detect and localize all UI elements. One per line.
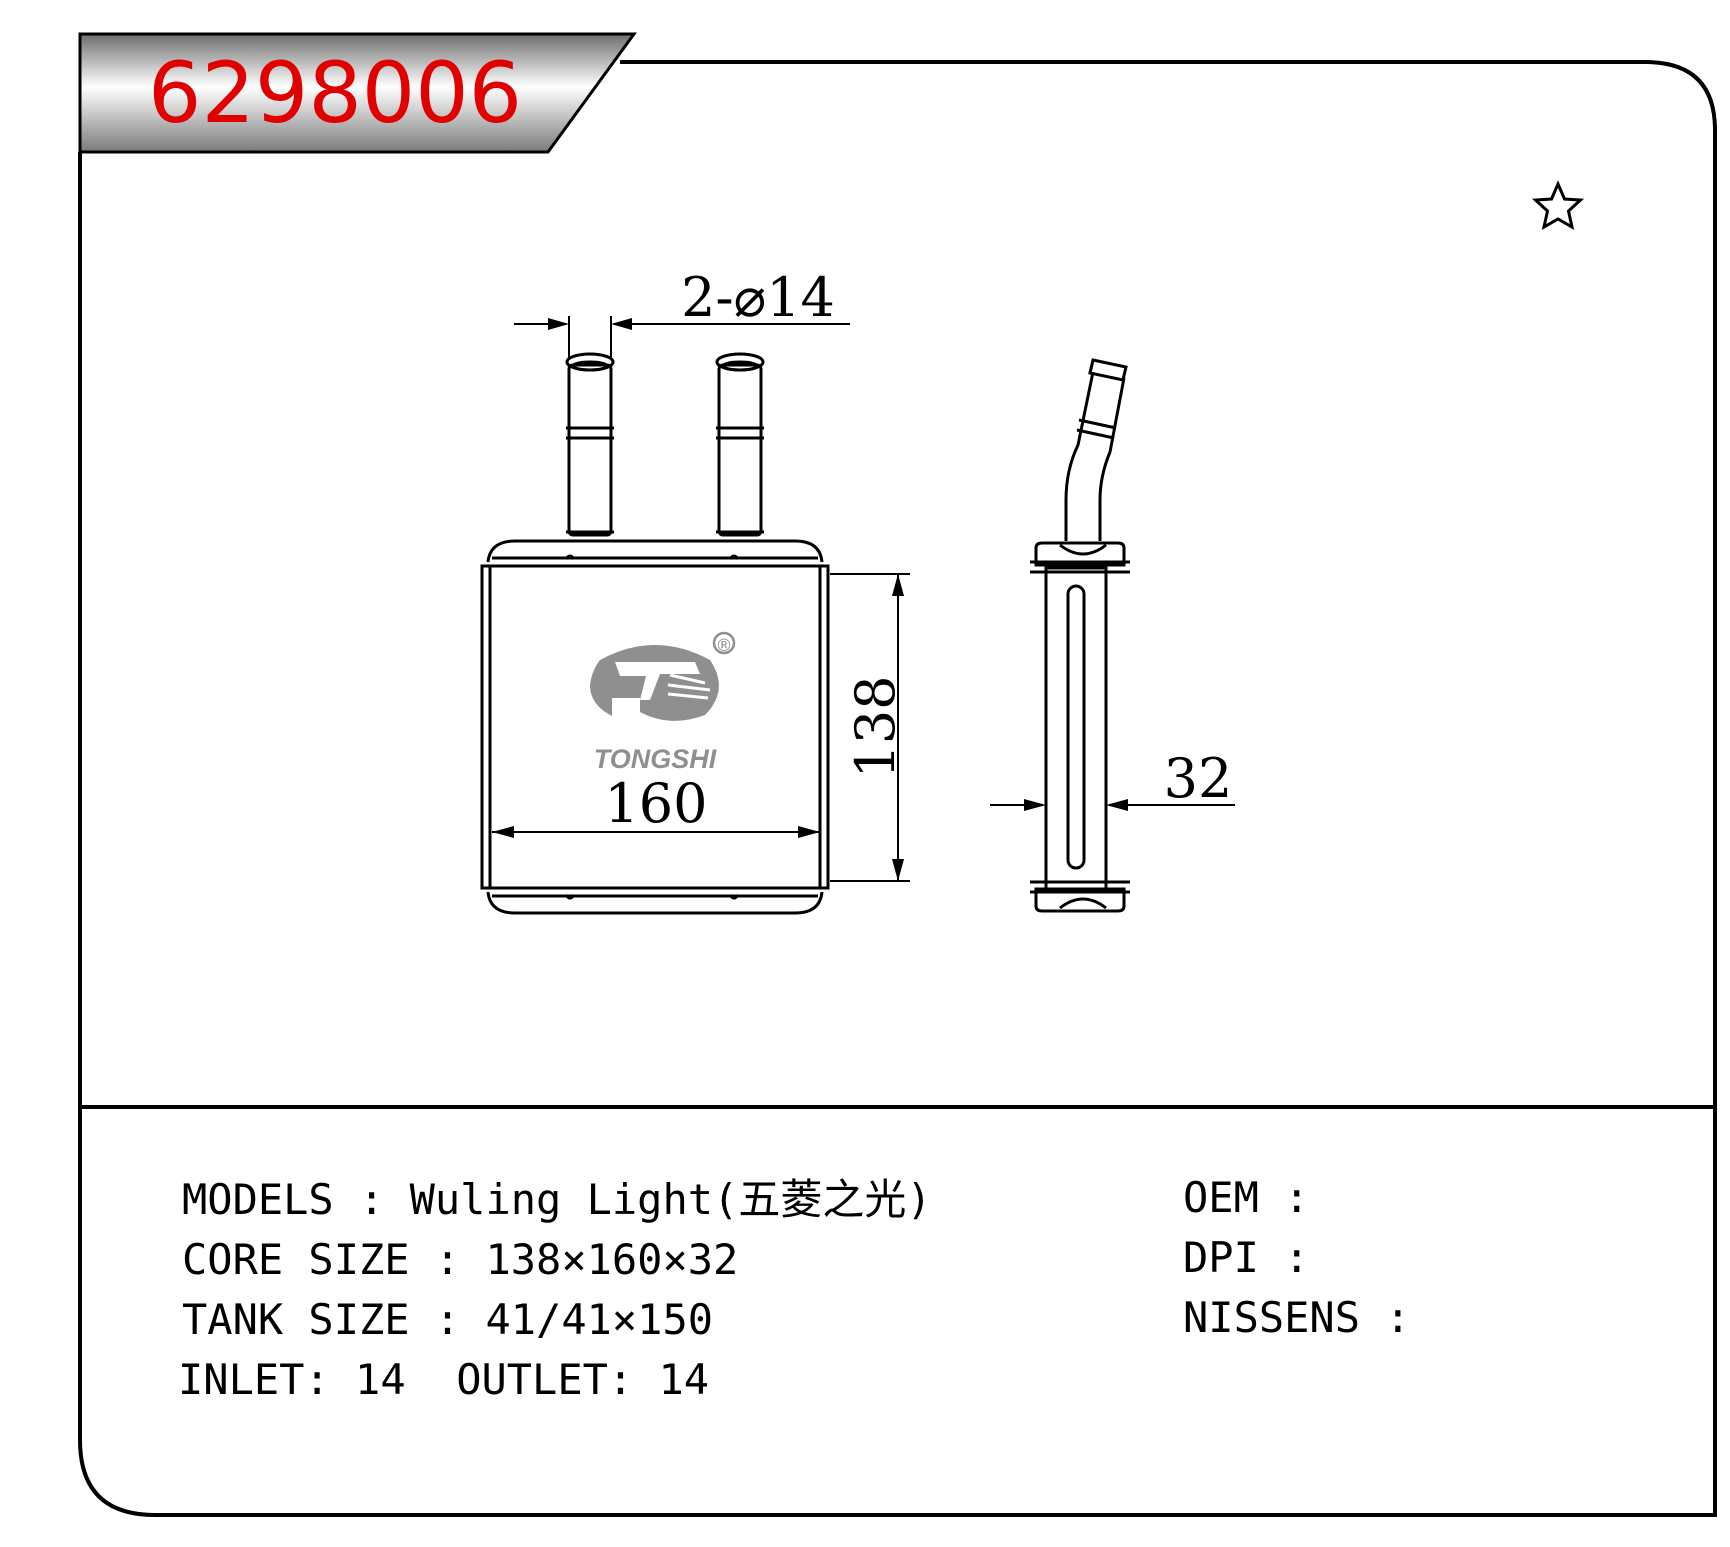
core-frame bbox=[480, 564, 830, 890]
pipe-diameter-label: 2-⌀14 bbox=[681, 266, 835, 329]
tank-size-label: TANK SIZE bbox=[182, 1295, 435, 1344]
outlet-pipe bbox=[715, 352, 765, 537]
separator: : bbox=[1284, 1233, 1310, 1282]
dpi-label: DPI bbox=[1183, 1233, 1285, 1282]
tongshi-logo: ® TONGSHI bbox=[590, 631, 736, 774]
separator: : bbox=[359, 1175, 385, 1224]
separator: : bbox=[1284, 1173, 1310, 1222]
part-number-tab bbox=[78, 32, 637, 154]
inlet-value: 14 bbox=[355, 1355, 406, 1404]
models-label: MODELS bbox=[182, 1175, 360, 1224]
core-size-row: CORE SIZE : 138×160×32 bbox=[182, 1230, 932, 1290]
tank-size-value: 41/41×150 bbox=[485, 1295, 714, 1344]
width-dimension bbox=[492, 826, 820, 838]
inlet-outlet-row: INLET: 14 OUTLET: 14 bbox=[178, 1350, 932, 1410]
tank-size-row: TANK SIZE : 41/41×150 bbox=[182, 1290, 932, 1350]
core-size-value: 138×160×32 bbox=[485, 1235, 739, 1284]
spec-list: MODELS : Wuling Light(五菱之光) CORE SIZE : … bbox=[178, 1170, 932, 1410]
reference-list: OEM : DPI : NISSENS : bbox=[1183, 1168, 1411, 1348]
brand-name: TONGSHI bbox=[594, 744, 717, 774]
side-bottom-clamp bbox=[1034, 887, 1126, 913]
side-top-clamp bbox=[1034, 541, 1126, 567]
separator: : bbox=[304, 1355, 330, 1404]
heater-core-front-view bbox=[480, 352, 830, 915]
pipe-diameter-dimension bbox=[514, 316, 850, 358]
bottom-tank bbox=[486, 891, 824, 915]
inlet-pipe bbox=[565, 352, 615, 537]
side-core bbox=[1044, 566, 1108, 892]
star-outline-icon bbox=[1531, 180, 1585, 230]
separator: : bbox=[1385, 1293, 1411, 1342]
dpi-row: DPI : bbox=[1183, 1228, 1411, 1288]
outlet-value: 14 bbox=[658, 1355, 710, 1404]
width-label: 160 bbox=[604, 772, 707, 835]
heater-core-side-view bbox=[1030, 358, 1130, 913]
inlet-label: INLET bbox=[178, 1355, 305, 1404]
top-tank bbox=[486, 539, 824, 563]
oem-row: OEM : bbox=[1183, 1168, 1411, 1228]
nissens-label: NISSENS bbox=[1183, 1293, 1386, 1342]
part-number: 6298006 bbox=[148, 44, 523, 142]
sheet-border bbox=[78, 60, 1717, 1517]
registered-mark: ® bbox=[716, 636, 733, 656]
separator: : bbox=[434, 1235, 461, 1284]
nissens-row: NISSENS : bbox=[1183, 1288, 1411, 1348]
models-value: Wuling Light(五菱之光) bbox=[409, 1175, 932, 1224]
separator: : bbox=[607, 1355, 634, 1404]
models-row: MODELS : Wuling Light(五菱之光) bbox=[182, 1170, 932, 1230]
depth-dimension bbox=[990, 799, 1235, 811]
separator: : bbox=[434, 1295, 461, 1344]
height-dimension bbox=[830, 573, 910, 882]
depth-label: 32 bbox=[1164, 747, 1233, 810]
oem-label: OEM bbox=[1183, 1173, 1285, 1222]
core-size-label: CORE SIZE bbox=[182, 1235, 435, 1284]
outlet-label: OUTLET bbox=[456, 1355, 608, 1404]
registered-mark-icon bbox=[712, 631, 736, 655]
side-pipe bbox=[1064, 371, 1126, 541]
height-label: 138 bbox=[844, 675, 907, 778]
